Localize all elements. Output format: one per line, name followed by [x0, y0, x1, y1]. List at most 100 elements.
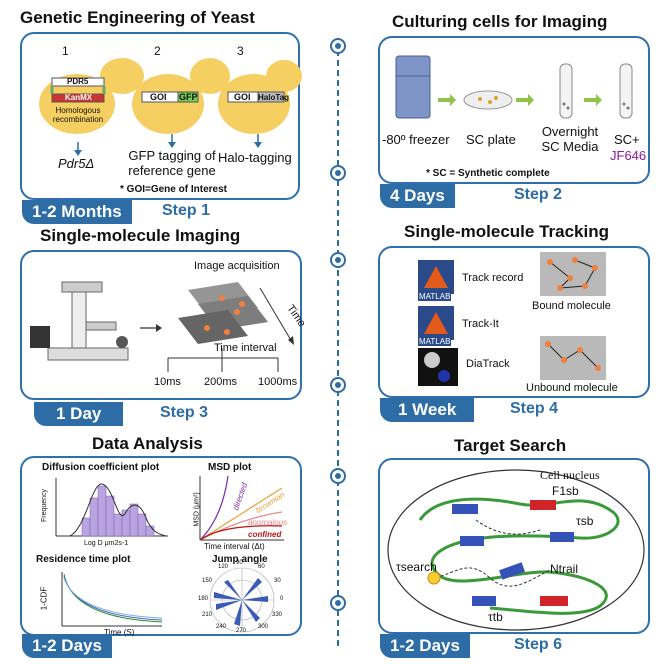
angle-tick: 180 — [198, 596, 209, 602]
msd-plot-title: MSD plot — [208, 462, 252, 473]
sc-note: * SC = Synthetic complete — [426, 168, 550, 179]
pdr5-label: PDR5 — [67, 77, 89, 86]
angle-tick: 120 — [218, 564, 229, 570]
cell-nucleus-label: Cell nucleus — [540, 468, 600, 482]
angle-tick: 150 — [202, 578, 213, 584]
angle-tick: 30 — [274, 578, 281, 584]
msd-anomalous-label: anomalous — [248, 518, 288, 527]
timeline-node — [330, 252, 346, 268]
goi-label: GOI — [234, 92, 251, 102]
tsb-label: τsb — [576, 514, 594, 528]
construct-number: 3 — [237, 44, 244, 58]
timeline-node — [330, 377, 346, 393]
timeline-node — [330, 165, 346, 181]
kanmx-label: KanMX — [65, 93, 93, 102]
jump-angle-plot — [209, 567, 275, 633]
jf646-label: JF646 — [610, 148, 647, 163]
msd-y-label: MSD (μm²) — [193, 492, 201, 527]
residence-y-label: 1-CDF — [39, 586, 49, 611]
bound-molecule-label: Bound molecule — [532, 300, 611, 312]
overnight-label: Overnight SC Media — [541, 124, 599, 154]
matlab-label: MATLAB — [418, 337, 452, 346]
angle-tick: 240 — [216, 624, 227, 630]
matlab-label: MATLAB — [418, 292, 452, 301]
halo-tagging-label: Halo-tagging — [218, 150, 292, 165]
f1sb-label: F1sb — [552, 484, 579, 498]
step3-panel: Image acquisition Time Time interval 10m… — [20, 250, 308, 400]
diffusion-y-label: Frequency — [41, 488, 49, 523]
diatrack-label: DiaTrack — [466, 358, 510, 370]
jump-angle-title: Jump angle — [212, 554, 268, 565]
step6-label: Step 6 — [514, 636, 563, 653]
sc-plus-label: SC+ — [614, 132, 640, 147]
angle-tick: 60 — [258, 564, 265, 570]
diffusion-histogram — [55, 478, 168, 537]
step2-title: Culturing cells for Imaging — [392, 12, 608, 31]
diffusion-x-label: Log D μm2s-1 — [84, 540, 129, 547]
sc-plate-label: SC plate — [466, 132, 516, 147]
yeast-cells — [39, 58, 302, 156]
msd-x-label: Time interval (Δt) — [204, 542, 265, 551]
unbound-molecule-label: Unbound molecule — [526, 382, 618, 394]
residence-plot — [61, 572, 163, 627]
ntrail-label: Ntrail — [550, 562, 579, 576]
gfp-tagging-label: GFP tagging of reference gene — [128, 148, 216, 178]
step4-label: Step 4 — [510, 400, 559, 417]
ttb-label: τtb — [488, 610, 503, 624]
tracking-diagram — [418, 252, 606, 386]
goi-note: * GOI=Gene of Interest — [120, 184, 227, 195]
halotag-label: HaloTag — [258, 93, 289, 102]
tsearch-label: τsearch — [396, 560, 437, 574]
angle-tick: 330 — [272, 612, 283, 618]
construct-number: 2 — [154, 44, 161, 58]
step4-duration: 1 Week — [380, 398, 475, 422]
step3-title: Single-molecule Imaging — [40, 226, 241, 245]
step1-panel: 1 2 3 PDR5 KanMX Homologous recombinatio… — [20, 32, 302, 200]
interval-10ms: 10ms — [154, 376, 181, 388]
culture-diagram — [395, 55, 633, 119]
pdr5-delta-label: Pdr5Δ — [58, 156, 95, 171]
step2-label: Step 2 — [514, 186, 563, 203]
residence-plot-title: Residence time plot — [36, 554, 131, 565]
angle-tick: 90 — [236, 560, 243, 566]
step6-duration: 1-2 Days — [380, 634, 470, 658]
time-interval-label: Time interval — [214, 342, 277, 354]
track-record-label: Track record — [462, 272, 524, 284]
construct-number: 1 — [62, 44, 69, 58]
diffusion-plot-title: Diffusion coefficient plot — [42, 462, 160, 473]
interval-200ms: 200ms — [204, 376, 238, 388]
step5-panel: Diffusion coefficient plot Log D μm2s-1 … — [20, 456, 302, 637]
step1-label: Step 1 — [162, 202, 211, 219]
nucleus-diagram — [387, 469, 645, 631]
residence-x-label: Time (S) — [104, 628, 135, 637]
track-it-label: Track-It — [462, 318, 499, 330]
interval-1000ms: 1000ms — [258, 376, 298, 388]
angle-tick: 300 — [258, 624, 269, 630]
step3-duration: 1 Day — [34, 402, 124, 426]
homologous-label: Homologous recombination — [52, 106, 104, 124]
step3-label: Step 3 — [160, 404, 209, 421]
step1-title: Genetic Engineering of Yeast — [20, 8, 255, 27]
timeline-node — [330, 468, 346, 484]
angle-tick: 270 — [236, 628, 247, 634]
gfp-label: GFP — [179, 92, 198, 102]
image-acquisition-label: Image acquisition — [194, 260, 280, 272]
microscope-diagram — [30, 281, 294, 372]
step4-panel: MATLAB MATLAB Track record Track-It DiaT… — [378, 246, 650, 398]
msd-plot — [199, 475, 284, 541]
timeline-node — [330, 38, 346, 54]
step4-title: Single-molecule Tracking — [404, 222, 610, 241]
step5-title: Data Analysis — [92, 434, 203, 453]
step6-panel: Cell nucleus F1sb τsb τsearch Ntrail τtb — [378, 458, 650, 634]
freezer-label: -80º freezer — [382, 132, 450, 147]
step2-duration: 4 Days — [380, 184, 455, 208]
timeline-node — [330, 595, 346, 611]
angle-tick: 210 — [202, 612, 213, 618]
msd-confined-label: confined — [248, 530, 282, 539]
step5-duration: 1-2 Days — [22, 634, 112, 658]
goi-label: GOI — [150, 92, 167, 102]
angle-tick: 0 — [280, 596, 284, 602]
step6-title: Target Search — [454, 436, 567, 455]
step1-duration: 1-2 Months — [22, 200, 132, 224]
